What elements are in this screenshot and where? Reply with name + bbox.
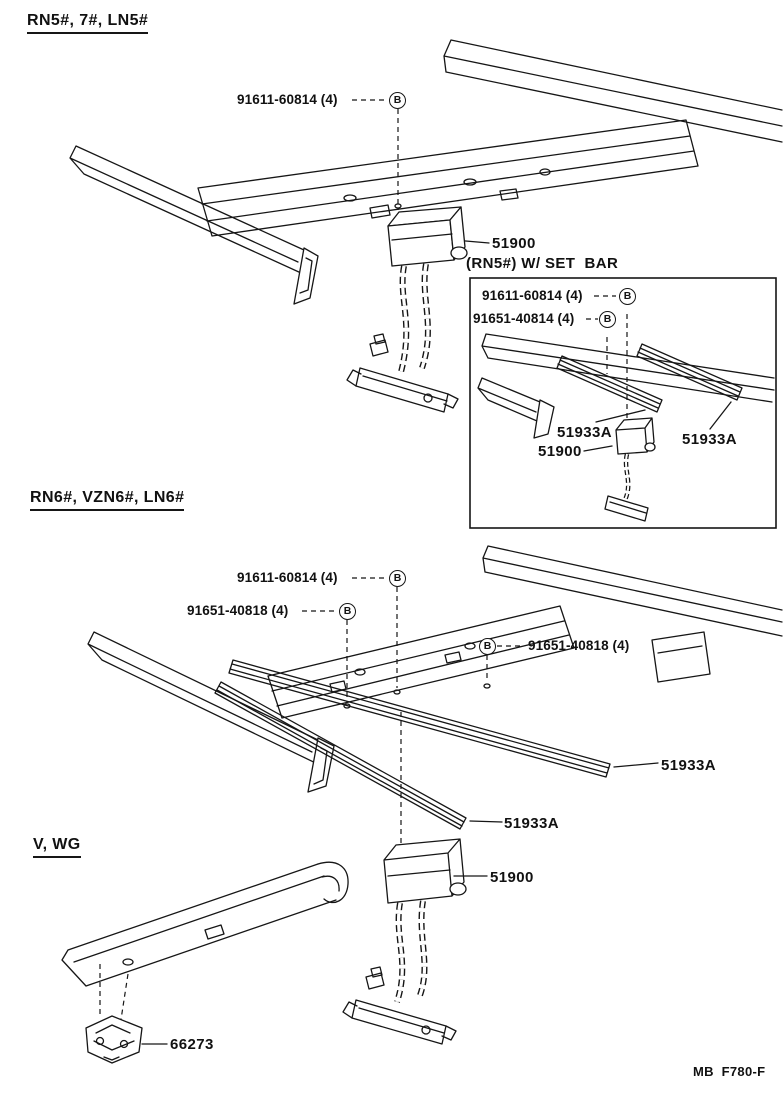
part-label-setbar-right-inset: 51933A [682,431,737,448]
part-label-bolt-b-rn6: 91651-40818 (4) [187,603,289,618]
spare-tire-carrier-vwg [342,838,488,1045]
set-bars-rn6 [214,659,611,830]
inset-title: (RN5#) W/ SET BAR [466,255,619,272]
part-label-bolt-rn5: 91611-60814 (4) [237,92,338,107]
heading-vwg: V, WG [33,836,81,858]
part-label-bolt-b-inset: 91651-40814 (4) [473,311,575,326]
heading-rn5: RN5#, 7#, LN5# [27,12,149,34]
spare-tire-carrier-rn5 [346,206,468,413]
part-label-setbar-lower-rn6: 51933A [504,815,559,832]
part-label-setbar-left-inset: 51933A [557,424,612,441]
bolt-symbol-b-inset-b: B [599,311,616,328]
part-label-setbar-right-rn6: 51933A [661,757,716,774]
inset-box [469,277,777,529]
bolt-symbol-b-rn6-b: B [339,603,356,620]
bolt-symbol-b-rn5: B [389,92,406,109]
bolt-symbol-b-rn6-c: B [479,638,496,655]
crossmember-drawing-vwg [61,861,349,1027]
inset-frame-drawing [477,333,775,439]
leader-lines-rn6 [302,577,659,855]
bolt-symbol-b-inset-a: B [619,288,636,305]
frame-drawing-rn5 [69,39,783,305]
part-label-bolt-a-rn6: 91611-60814 (4) [237,570,338,585]
part-label-bolt-a-inset: 91611-60814 (4) [482,288,583,303]
inset-spare-carrier [604,417,656,522]
part-label-carrier-inset: 51900 [538,443,582,460]
part-label-carrier-rn5: 51900 [492,235,536,252]
part-label-clamp-vwg: 66273 [170,1036,214,1053]
part-label-carrier-rn6: 51900 [490,869,534,886]
figure-code: MB F780-F [693,1064,766,1079]
bolt-symbol-b-rn6-a: B [389,570,406,587]
part-label-bolt-c-rn6: 91651-40818 (4) [528,638,630,653]
heading-rn6: RN6#, VZN6#, LN6# [30,489,185,511]
frame-drawing-rn6 [87,545,783,830]
clamp-66273 [85,1015,168,1064]
